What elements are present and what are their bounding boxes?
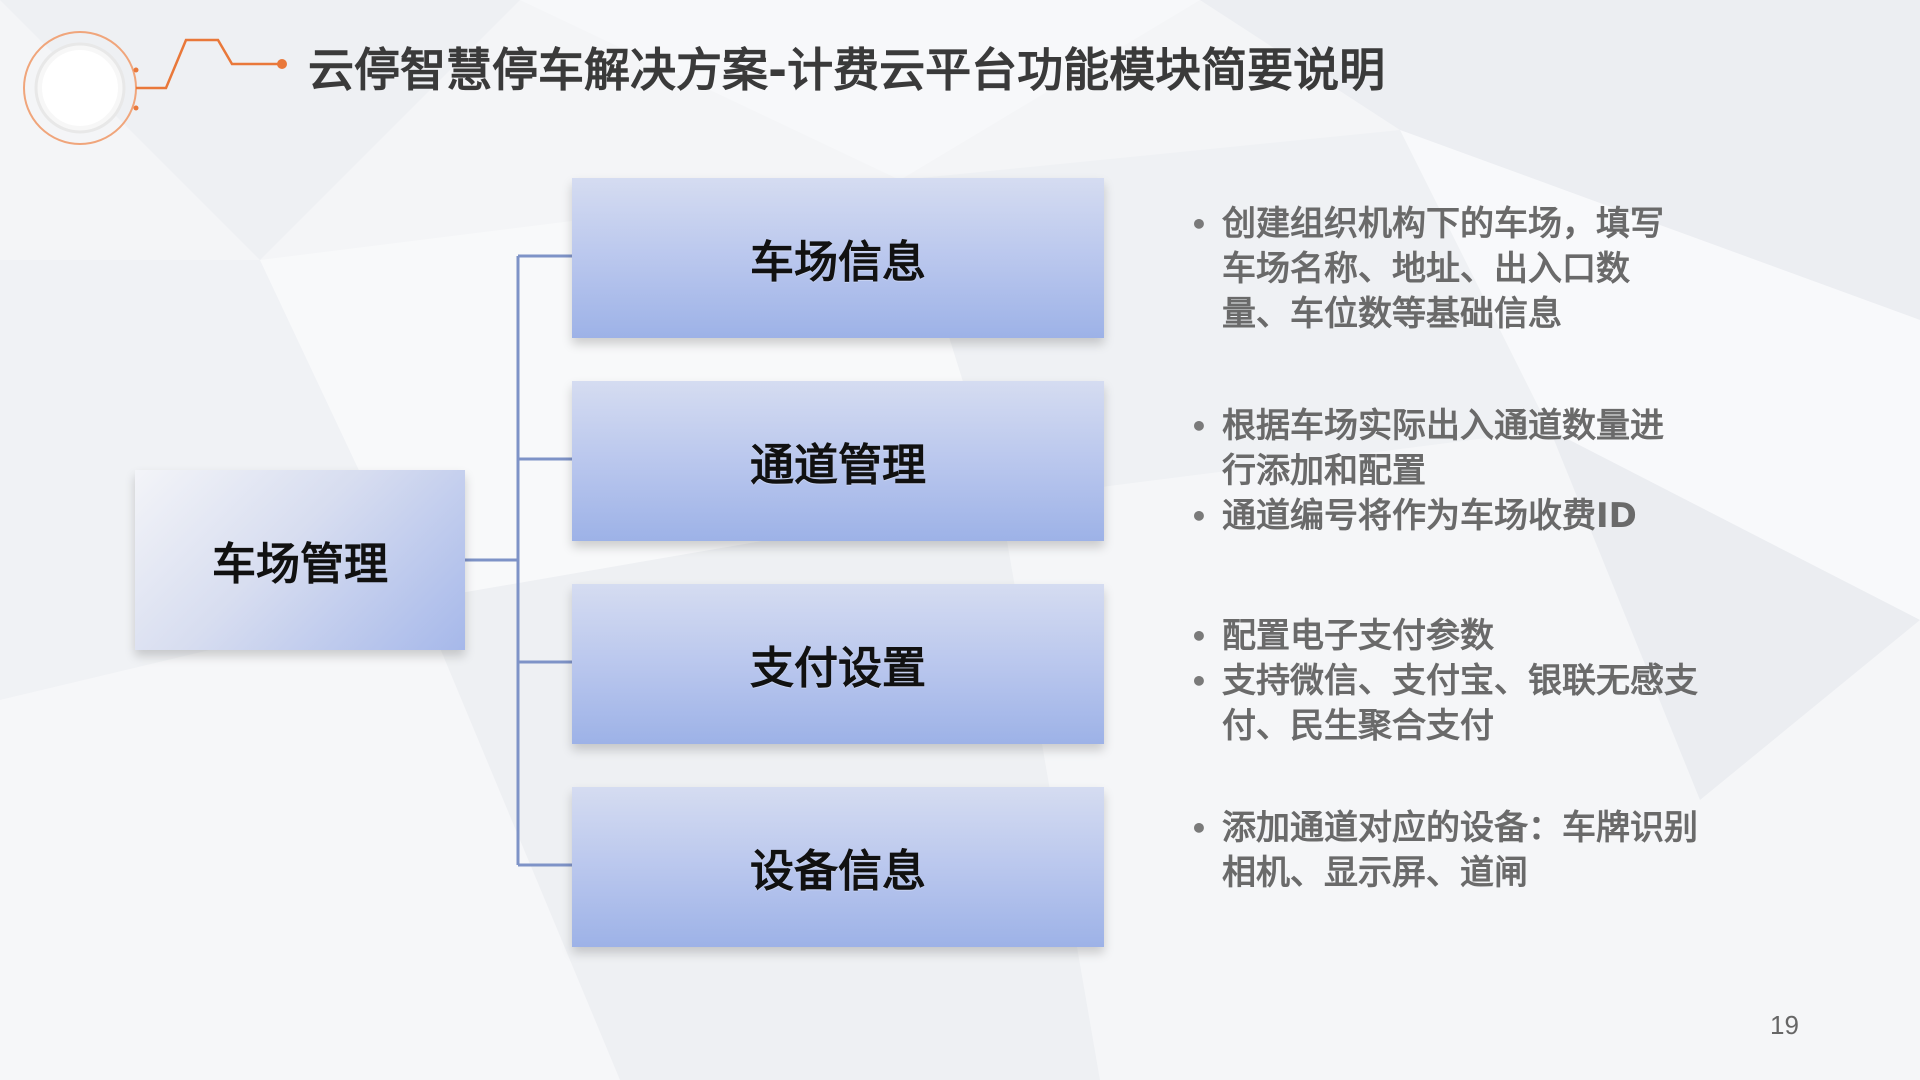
- bullet-item: 配置电子支付参数: [1190, 614, 1720, 659]
- child-node-label: 支付设置: [750, 643, 926, 694]
- root-node-box: 车场管理: [135, 470, 465, 650]
- child-node-label: 车场信息: [750, 237, 926, 288]
- header-decoration: [23, 31, 287, 145]
- bullet-item: 添加通道对应的设备：车牌识别相机、显示屏、道闸: [1190, 806, 1720, 896]
- child-node-parking-info: 车场信息: [572, 178, 1104, 338]
- child-node-payment-settings: 支付设置: [572, 584, 1104, 744]
- page-number: 19: [1770, 1010, 1799, 1040]
- bullet-item: 支持微信、支付宝、银联无感支付、民生聚合支付: [1190, 659, 1720, 749]
- desc-lane-management: 根据车场实际出入通道数量进行添加和配置 通道编号将作为车场收费ID: [1190, 404, 1690, 539]
- child-node-lane-management: 通道管理: [572, 381, 1104, 541]
- bullet-item: 创建组织机构下的车场，填写车场名称、地址、出入口数量、车位数等基础信息: [1190, 202, 1690, 337]
- child-node-device-info: 设备信息: [572, 787, 1104, 947]
- desc-parking-info: 创建组织机构下的车场，填写车场名称、地址、出入口数量、车位数等基础信息: [1190, 202, 1690, 337]
- desc-payment-settings: 配置电子支付参数 支持微信、支付宝、银联无感支付、民生聚合支付: [1190, 614, 1720, 749]
- root-node-label: 车场管理: [212, 539, 388, 590]
- desc-device-info: 添加通道对应的设备：车牌识别相机、显示屏、道闸: [1190, 806, 1720, 896]
- page-title: 云停智慧停车解决方案-计费云平台功能模块简要说明: [308, 43, 1386, 97]
- child-node-label: 通道管理: [750, 440, 926, 491]
- bullet-item: 通道编号将作为车场收费ID: [1190, 494, 1690, 539]
- bullet-item: 根据车场实际出入通道数量进行添加和配置: [1190, 404, 1690, 494]
- child-node-label: 设备信息: [750, 846, 926, 897]
